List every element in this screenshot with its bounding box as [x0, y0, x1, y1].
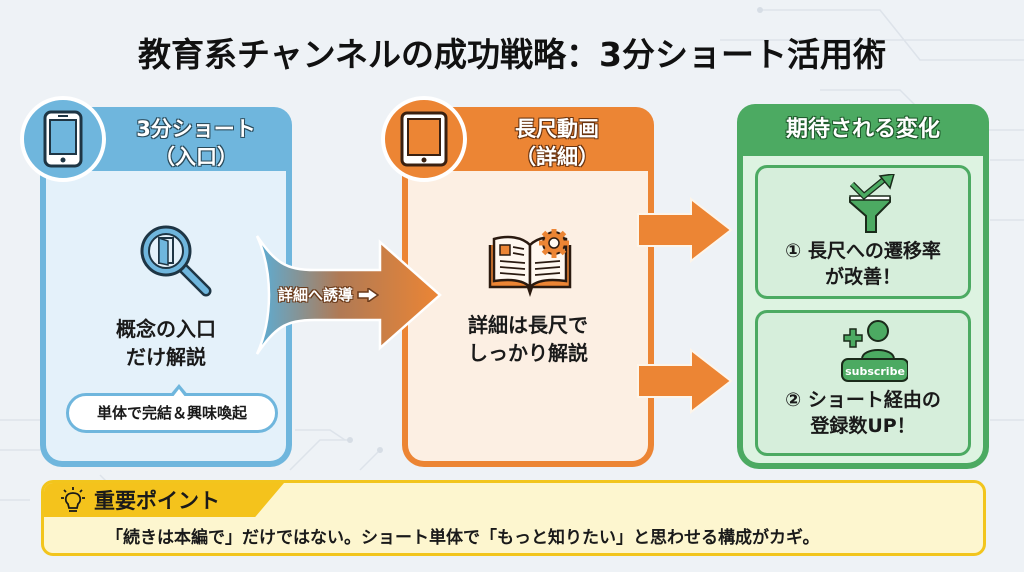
subscribe-user-icon: subscribe — [841, 320, 908, 382]
transition-arrow-label: 詳細へ誘導 — [278, 284, 380, 305]
short-video-body-line1: 概念の入口 — [116, 317, 216, 341]
result-2-line1: ② ショート経由の — [785, 389, 941, 411]
short-video-body: 概念の入口 だけ解説 単体で完結＆興味喚起 — [46, 171, 286, 461]
short-video-callout: 単体で完結＆興味喚起 — [66, 384, 278, 433]
long-video-body: 詳細は長尺で しっかり解説 — [408, 171, 648, 461]
key-point-text: 「続きは本編で」だけではない。ショート単体で「もっと知りたい」と思わせる構成がカ… — [106, 528, 820, 548]
long-video-body-line2: しっかり解説 — [468, 341, 588, 365]
page-title: 教育系チャンネルの成功戦略：3分ショート活用術 — [138, 35, 886, 74]
smartphone-icon — [43, 110, 83, 168]
long-video-body-line1: 詳細は長尺で — [468, 313, 588, 337]
expected-results-header: 期待される変化 — [737, 104, 989, 156]
long-video-heading-line2: （詳細） — [515, 145, 599, 169]
short-video-body-line2: だけ解説 — [126, 345, 206, 369]
long-video-heading-line1: 長尺動画 — [515, 117, 599, 141]
magnifier-door-icon — [140, 225, 212, 297]
key-point-tab — [44, 483, 284, 517]
tablet-icon-badge — [381, 96, 467, 182]
subscribe-badge-text: subscribe — [845, 365, 905, 378]
open-book-gear-icon — [488, 229, 572, 297]
right-arrow-icon — [357, 287, 380, 302]
key-point-box: 重要ポイント 「続きは本編で」だけではない。ショート単体で「もっと知りたい」と思… — [41, 480, 986, 556]
short-video-heading-line1: 3分ショート — [136, 117, 256, 141]
result-arrow-2 — [637, 348, 733, 414]
result-2-line2: 登録数UP！ — [810, 415, 916, 437]
expected-results-heading: 期待される変化 — [785, 117, 940, 142]
key-point-title: 重要ポイント — [94, 489, 220, 513]
short-video-heading-line2: （入口） — [154, 145, 238, 169]
result-card-2: subscribe ② ショート経由の 登録数UP！ — [755, 310, 971, 456]
expected-results-body: ① 長尺への遷移率 が改善！ subscribe ② ショート経由の 登録数UP… — [743, 156, 983, 463]
smartphone-icon-badge — [20, 96, 106, 182]
result-1-line1: ① 長尺への遷移率 — [785, 240, 941, 262]
result-card-1: ① 長尺への遷移率 が改善！ — [755, 165, 971, 299]
result-1-line2: が改善！ — [824, 266, 901, 288]
lightbulb-icon — [61, 487, 85, 512]
expected-results-panel: 期待される変化 ① 長尺への遷移率 が改善！ subscribe — [737, 104, 989, 469]
tablet-icon — [400, 111, 448, 167]
transition-label-text: 詳細へ誘導 — [278, 286, 354, 304]
result-arrow-1 — [637, 197, 733, 263]
transition-arrow — [255, 235, 442, 355]
funnel-growth-icon — [849, 174, 895, 233]
